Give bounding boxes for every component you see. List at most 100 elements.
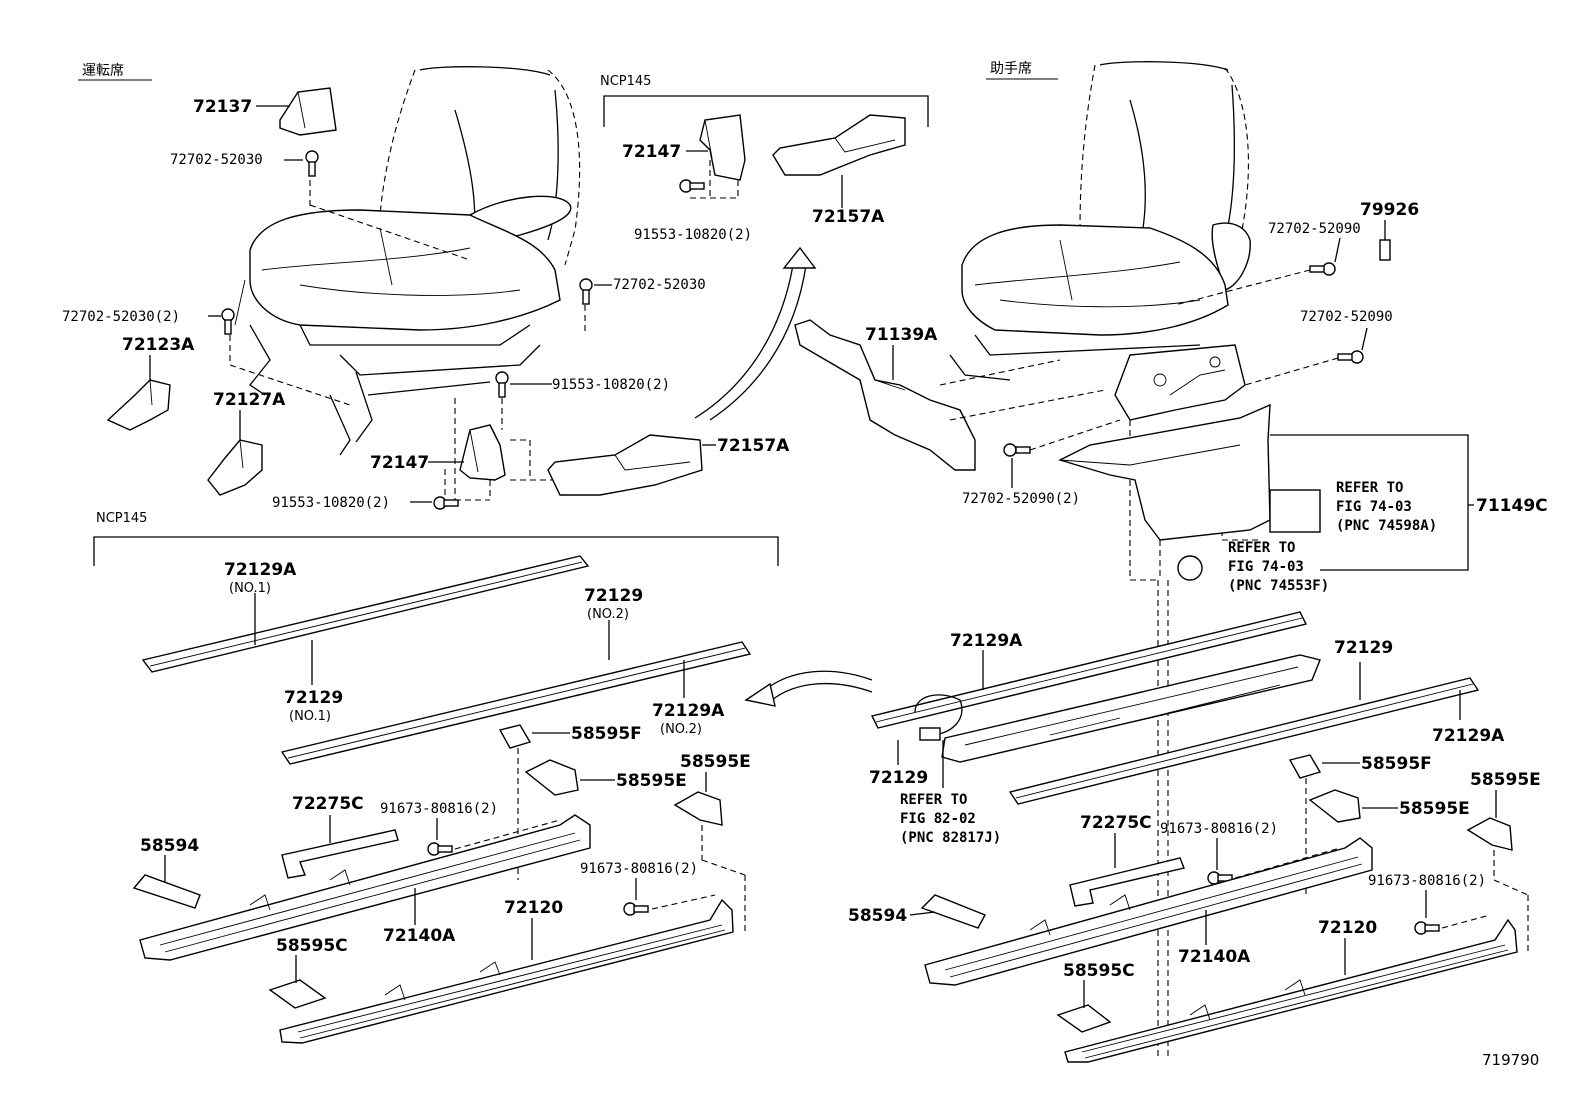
rail-72140A-left[interactable]: 72140A [139, 814, 591, 961]
label-72702-52030-2: 72702-52030(2) [62, 309, 180, 325]
passenger-seat [949, 61, 1251, 421]
label-72147-top: 72147 [622, 142, 681, 162]
rail-72129A-no1[interactable]: 72129A (NO.1) 72129 (NO.1) [141, 555, 590, 724]
rail-72129A-right1[interactable]: 72129A [870, 611, 1308, 729]
label-91673-left2: 91673-80816(2) [580, 861, 698, 877]
ref1-line1: REFER TO [1336, 480, 1403, 496]
label-72702-52030-top: 72702-52030 [170, 152, 263, 168]
part-71149C[interactable]: 71149C [1058, 403, 1548, 581]
part-58595E-right2[interactable]: 58595E [1466, 770, 1541, 952]
label-no1-a: (NO.1) [229, 581, 271, 596]
part-79926[interactable]: 79926 [1360, 200, 1419, 261]
label-no2-a: (NO.2) [587, 607, 629, 622]
bolt-72702-52030-right[interactable]: 72702-52030 [579, 277, 706, 305]
label-58594-right: 58594 [848, 906, 907, 926]
bolt-91673-80816-left1[interactable]: 91673-80816(2) [380, 801, 561, 856]
figure-number: 719790 [1482, 1051, 1539, 1069]
ncp-top-label: NCP145 [600, 74, 651, 89]
bolt-91553-10820-top[interactable]: 91553-10820(2) [634, 179, 752, 243]
bolt-72702-52090-top[interactable]: 72702-52090 [1174, 221, 1361, 306]
label-91553-10820-top: 91553-10820(2) [634, 227, 752, 243]
section-driver: 運転席 [78, 63, 152, 81]
bolt-72702-52090-right[interactable]: 72702-52090 [1244, 309, 1393, 386]
label-72157A-top: 72157A [812, 207, 885, 227]
bolt-91673-80816-right1[interactable]: 91673-80816(2) [1160, 821, 1341, 885]
label-58595F-left: 58595F [571, 724, 642, 744]
part-58595E-right1[interactable]: 58595E [1308, 789, 1470, 823]
part-72275C-left[interactable]: 72275C [281, 794, 399, 879]
label-58595E-right1: 58595E [1399, 799, 1470, 819]
label-91553-10820-low: 91553-10820(2) [272, 495, 390, 511]
part-72127A[interactable]: 72127A [207, 390, 286, 496]
part-72137[interactable]: 72137 [193, 87, 337, 136]
label-79926: 79926 [1360, 200, 1419, 220]
label-72275C-right: 72275C [1080, 813, 1152, 833]
arrow-up [694, 246, 817, 421]
bolt-91673-80816-right2[interactable]: 91673-80816(2) [1368, 873, 1491, 935]
label-72140A-left: 72140A [383, 926, 456, 946]
label-72120-right: 72120 [1318, 918, 1377, 938]
part-58595E-left2[interactable]: 58595E [673, 752, 751, 932]
ncp-bracket-top: NCP145 [600, 74, 929, 127]
bolt-72702-52030-top[interactable]: 72702-52030 [170, 150, 319, 177]
section-driver-label: 運転席 [82, 63, 124, 79]
part-72157A-top[interactable]: 72157A [772, 114, 906, 227]
section-passenger-label: 助手席 [990, 61, 1032, 77]
label-58595E-left2: 58595E [680, 752, 751, 772]
ref-74598A[interactable]: REFER TO FIG 74-03 (PNC 74598A) [1336, 480, 1437, 534]
part-72123A[interactable]: 72123A [106, 335, 195, 431]
rail-72129-right2[interactable]: 72129 72129A [1008, 638, 1505, 805]
bolt-91673-80816-left2[interactable]: 91673-80816(2) [580, 861, 716, 916]
label-72702-52090-2: 72702-52090(2) [962, 491, 1080, 507]
label-91673-right1: 91673-80816(2) [1160, 821, 1278, 837]
ref3-line1: REFER TO [900, 792, 967, 808]
rail-72129-no2[interactable]: 72129 (NO.2) 72129A (NO.2) [280, 586, 752, 765]
rail-72120-left[interactable]: 72120 [279, 898, 734, 1044]
label-91673-right2: 91673-80816(2) [1368, 873, 1486, 889]
ref2-line3: (PNC 74553F) [1228, 578, 1329, 594]
ref-74553F[interactable]: REFER TO FIG 74-03 (PNC 74553F) [1228, 540, 1329, 594]
label-72120-left: 72120 [504, 898, 563, 918]
label-71149C: 71149C [1476, 496, 1548, 516]
label-58595E-left1: 58595E [616, 771, 687, 791]
bolt-91553-10820-mid[interactable]: 91553-10820(2) [495, 371, 670, 398]
bolt-91553-10820-low[interactable]: 91553-10820(2) [272, 495, 459, 511]
part-71139A[interactable]: 71139A [794, 319, 976, 471]
label-72127A: 72127A [213, 390, 286, 410]
label-72129A-no2: 72129A [652, 701, 725, 721]
label-72147-lower: 72147 [370, 453, 429, 473]
label-91553-10820-mid: 91553-10820(2) [552, 377, 670, 393]
part-72147-top[interactable]: 72147 [622, 114, 746, 181]
label-72123A: 72123A [122, 335, 195, 355]
label-72140A-right: 72140A [1178, 947, 1251, 967]
ncp-bracket-rails: NCP145 [93, 511, 779, 566]
label-72157A-lower: 72157A [717, 436, 790, 456]
part-58595F-right[interactable]: 58595F [1288, 754, 1432, 895]
ref1-line2: FIG 74-03 [1336, 499, 1412, 515]
label-58594-left: 58594 [140, 836, 199, 856]
label-72702-52090-right: 72702-52090 [1300, 309, 1393, 325]
ref1-line3: (PNC 74598A) [1336, 518, 1437, 534]
part-58595F-left[interactable]: 58595F [498, 724, 642, 880]
label-72129A-right1: 72129A [950, 631, 1023, 651]
rail-72120-right[interactable]: 72120 [1064, 918, 1518, 1063]
bolt-72702-52090-2[interactable]: 72702-52090(2) [962, 419, 1121, 507]
part-72147-lower[interactable]: 72147 [370, 424, 506, 481]
rail-72129-right1[interactable]: 72129 [869, 740, 928, 788]
bolt-72702-52030-left[interactable]: 72702-52030(2) [62, 308, 235, 335]
label-58595C-right: 58595C [1063, 961, 1135, 981]
part-58594-left[interactable]: 58594 [132, 836, 201, 909]
label-58595F-right: 58595F [1361, 754, 1432, 774]
label-no1-b: (NO.1) [289, 709, 331, 724]
part-58595C-left[interactable]: 58595C [268, 936, 348, 1009]
part-72275C-right[interactable]: 72275C [1069, 813, 1185, 907]
ref2-line1: REFER TO [1228, 540, 1295, 556]
part-58595C-right[interactable]: 58595C [1056, 961, 1135, 1033]
part-58595E-left1[interactable]: 58595E [524, 759, 687, 796]
part-58594-right[interactable]: 58594 [848, 894, 986, 929]
part-72157A-lower[interactable]: 72157A [547, 434, 790, 496]
rail-72140A-right[interactable]: 72140A [924, 837, 1373, 986]
label-71139A: 71139A [865, 325, 938, 345]
ref-82817J[interactable]: REFER TO FIG 82-02 (PNC 82817J) [900, 740, 1001, 846]
